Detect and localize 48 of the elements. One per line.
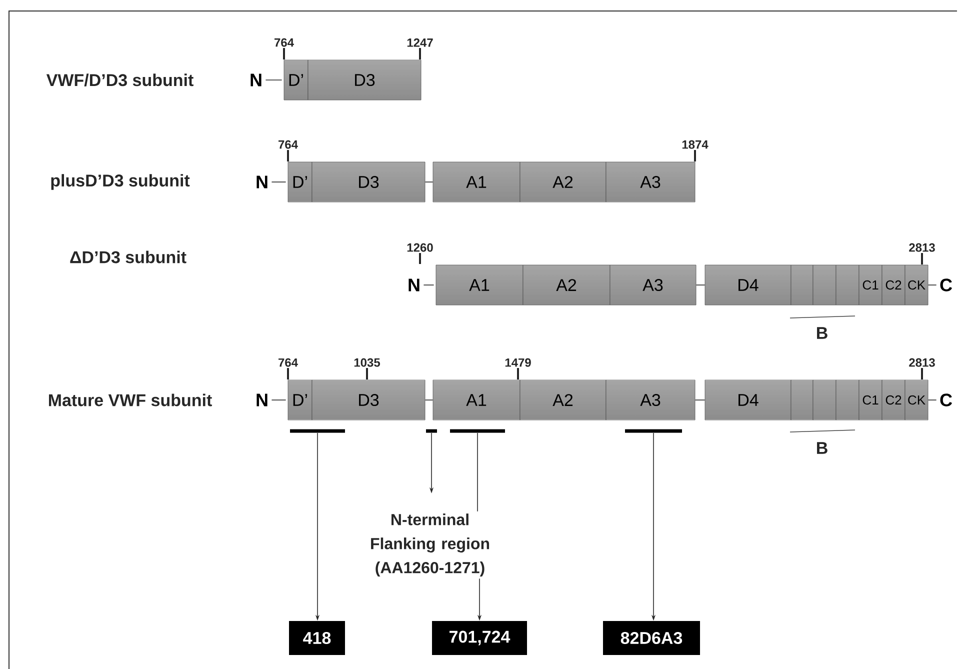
row-title: plusD’D3 subunit — [51, 174, 190, 190]
terminus-label: N — [256, 394, 268, 406]
terminus-label: N — [408, 278, 420, 292]
domain-segment — [790, 380, 814, 420]
domain-box: C1 — [858, 264, 882, 306]
region-letter: B — [817, 327, 828, 339]
terminus-label: C — [940, 278, 952, 292]
domain-box: D’ — [288, 380, 312, 420]
terminus-label: C — [940, 394, 952, 406]
leader-line — [477, 432, 478, 512]
domain-box: D’ — [284, 60, 308, 100]
linker-line — [423, 284, 434, 286]
domain-box: A3 — [606, 162, 696, 202]
domain-box: A2 — [520, 162, 606, 202]
domain-box: A2 — [522, 264, 610, 306]
domain-box: D’ — [288, 162, 312, 202]
domain-segment — [836, 264, 860, 306]
terminus-label: N — [256, 176, 268, 188]
domain-segment — [836, 380, 860, 420]
row-title: Mature VWF subunit — [48, 394, 212, 406]
epitope-bar — [625, 429, 682, 433]
row-title: ΔD’D3 subunit — [70, 250, 186, 264]
domain-box: A1 — [436, 264, 524, 306]
antibody-box: 82D6A3 — [603, 621, 700, 655]
antibody-box: 418 — [289, 621, 345, 655]
domain-box: A3 — [610, 264, 696, 306]
domain-box: C2 — [882, 264, 906, 306]
domain-segment — [812, 264, 836, 306]
epitope-bar — [290, 429, 345, 433]
domain-segment — [790, 264, 814, 306]
domain-box: CK — [904, 264, 928, 306]
domain-box: A3 — [606, 380, 696, 420]
domain-box: CK — [904, 380, 928, 420]
region-letter: B — [817, 442, 828, 454]
linker-line — [696, 284, 706, 286]
domain-box: C1 — [858, 380, 882, 420]
domain-segment — [812, 380, 836, 420]
region-label: N-terminal Flanking region (AA1260-1271) — [371, 514, 490, 576]
antibody-box: 701,724 — [432, 621, 527, 655]
terminus-label: N — [250, 74, 262, 86]
domain-box: A2 — [520, 380, 606, 420]
row-title: VWF/D’D3 subunit — [46, 74, 194, 86]
epitope-bar — [426, 429, 437, 433]
domain-box: C2 — [882, 380, 906, 420]
linker-line — [928, 284, 937, 286]
epitope-bar — [450, 429, 505, 433]
domain-box: A1 — [432, 162, 520, 202]
domain-box: A1 — [432, 380, 520, 420]
